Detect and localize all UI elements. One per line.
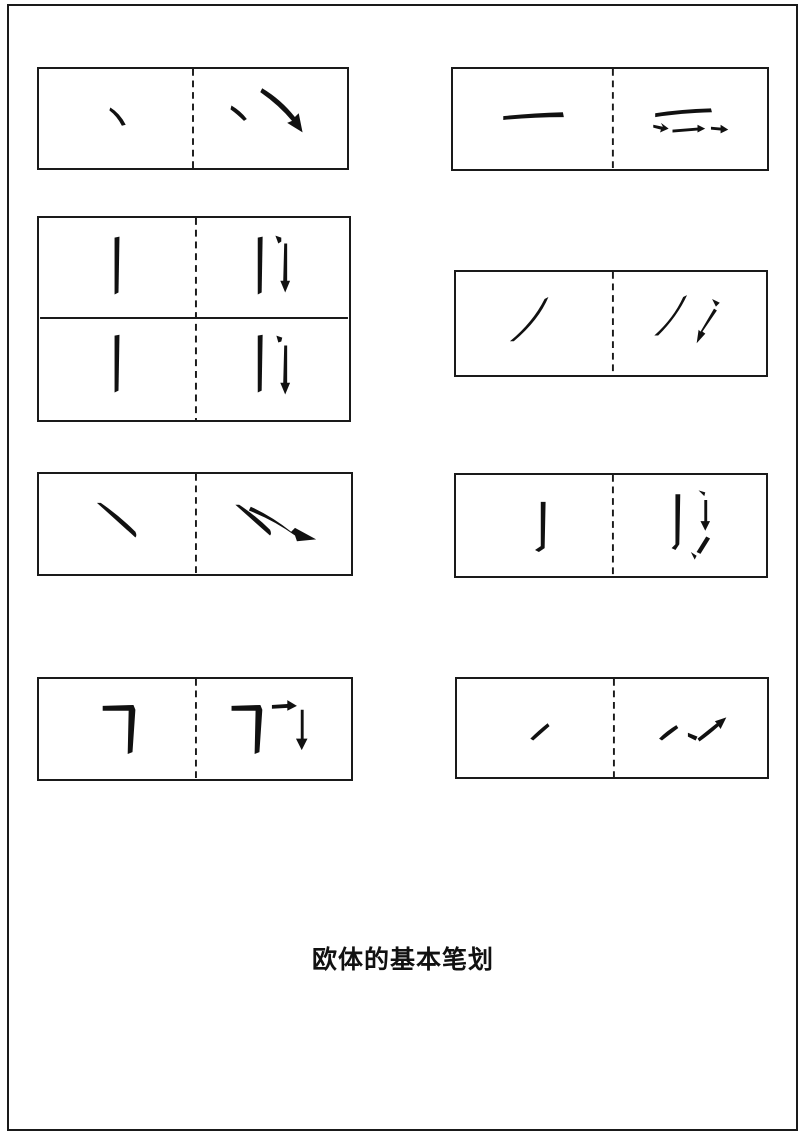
stroke-box-gou [454,473,768,578]
down-arrow-icon [295,709,308,751]
dot-stroke-icon [109,107,126,126]
stroke-panel-zhe [102,679,308,779]
horizontal-stroke-trace [655,108,712,118]
rising-stroke-icon [530,723,550,741]
right-arrow-icon [271,700,297,711]
right-falling-stroke-trace [235,504,271,536]
page-frame [7,4,798,1131]
direction-arrow-icon [248,506,317,542]
stroke-box-heng [451,67,769,171]
stroke-box-dian [37,67,349,170]
stroke-panel-gou [535,475,711,576]
turning-stroke-icon [102,704,136,754]
start-arrow-icon [698,490,706,497]
stroke-box-pie [454,270,768,377]
stroke-panel-na [96,474,317,574]
stroke-panel-pie [509,272,720,375]
middle-arrow-icon [672,124,706,133]
stroke-panel-shu [40,218,348,420]
start-arrow-icon [687,732,698,741]
figure-caption: 欧体的基本笔划 [311,945,494,974]
down-arrow-icon [280,345,291,395]
start-arrow-icon [275,235,282,244]
hook-stroke-icon [535,501,546,552]
dot-stroke-trace [230,105,247,121]
stroke-box-zhe [37,677,353,781]
turn-arrow-icon [696,536,711,554]
vertical-stroke-icon [114,334,120,393]
end-arrow-icon [710,124,729,134]
stroke-panel-heng [503,69,729,169]
stroke-panel-dian [109,69,303,168]
stroke-panel-ti [530,679,727,777]
stroke-box-shu [37,216,351,422]
hook-arrow-icon [690,551,697,560]
up-right-arrow-icon [697,717,727,742]
vertical-stroke-trace [257,236,263,295]
start-arrow-icon [276,335,283,343]
start-arrow-icon [712,298,720,307]
stroke-box-ti [455,677,769,779]
left-falling-stroke-icon [509,297,549,342]
turning-stroke-trace [231,704,263,754]
hook-stroke-trace [671,494,681,551]
right-falling-stroke-icon [96,502,137,538]
down-left-arrow-icon [696,308,717,344]
horizontal-stroke-icon [503,112,564,120]
dot-direction-arrow-icon [260,88,303,133]
down-arrow-icon [700,500,711,531]
start-arrow-icon [653,122,669,133]
rising-stroke-trace [659,725,679,741]
down-arrow-icon [280,243,291,293]
stroke-box-na [37,472,353,576]
vertical-stroke-trace [257,334,263,393]
vertical-stroke-icon [114,236,120,295]
left-falling-stroke-trace [654,295,688,336]
